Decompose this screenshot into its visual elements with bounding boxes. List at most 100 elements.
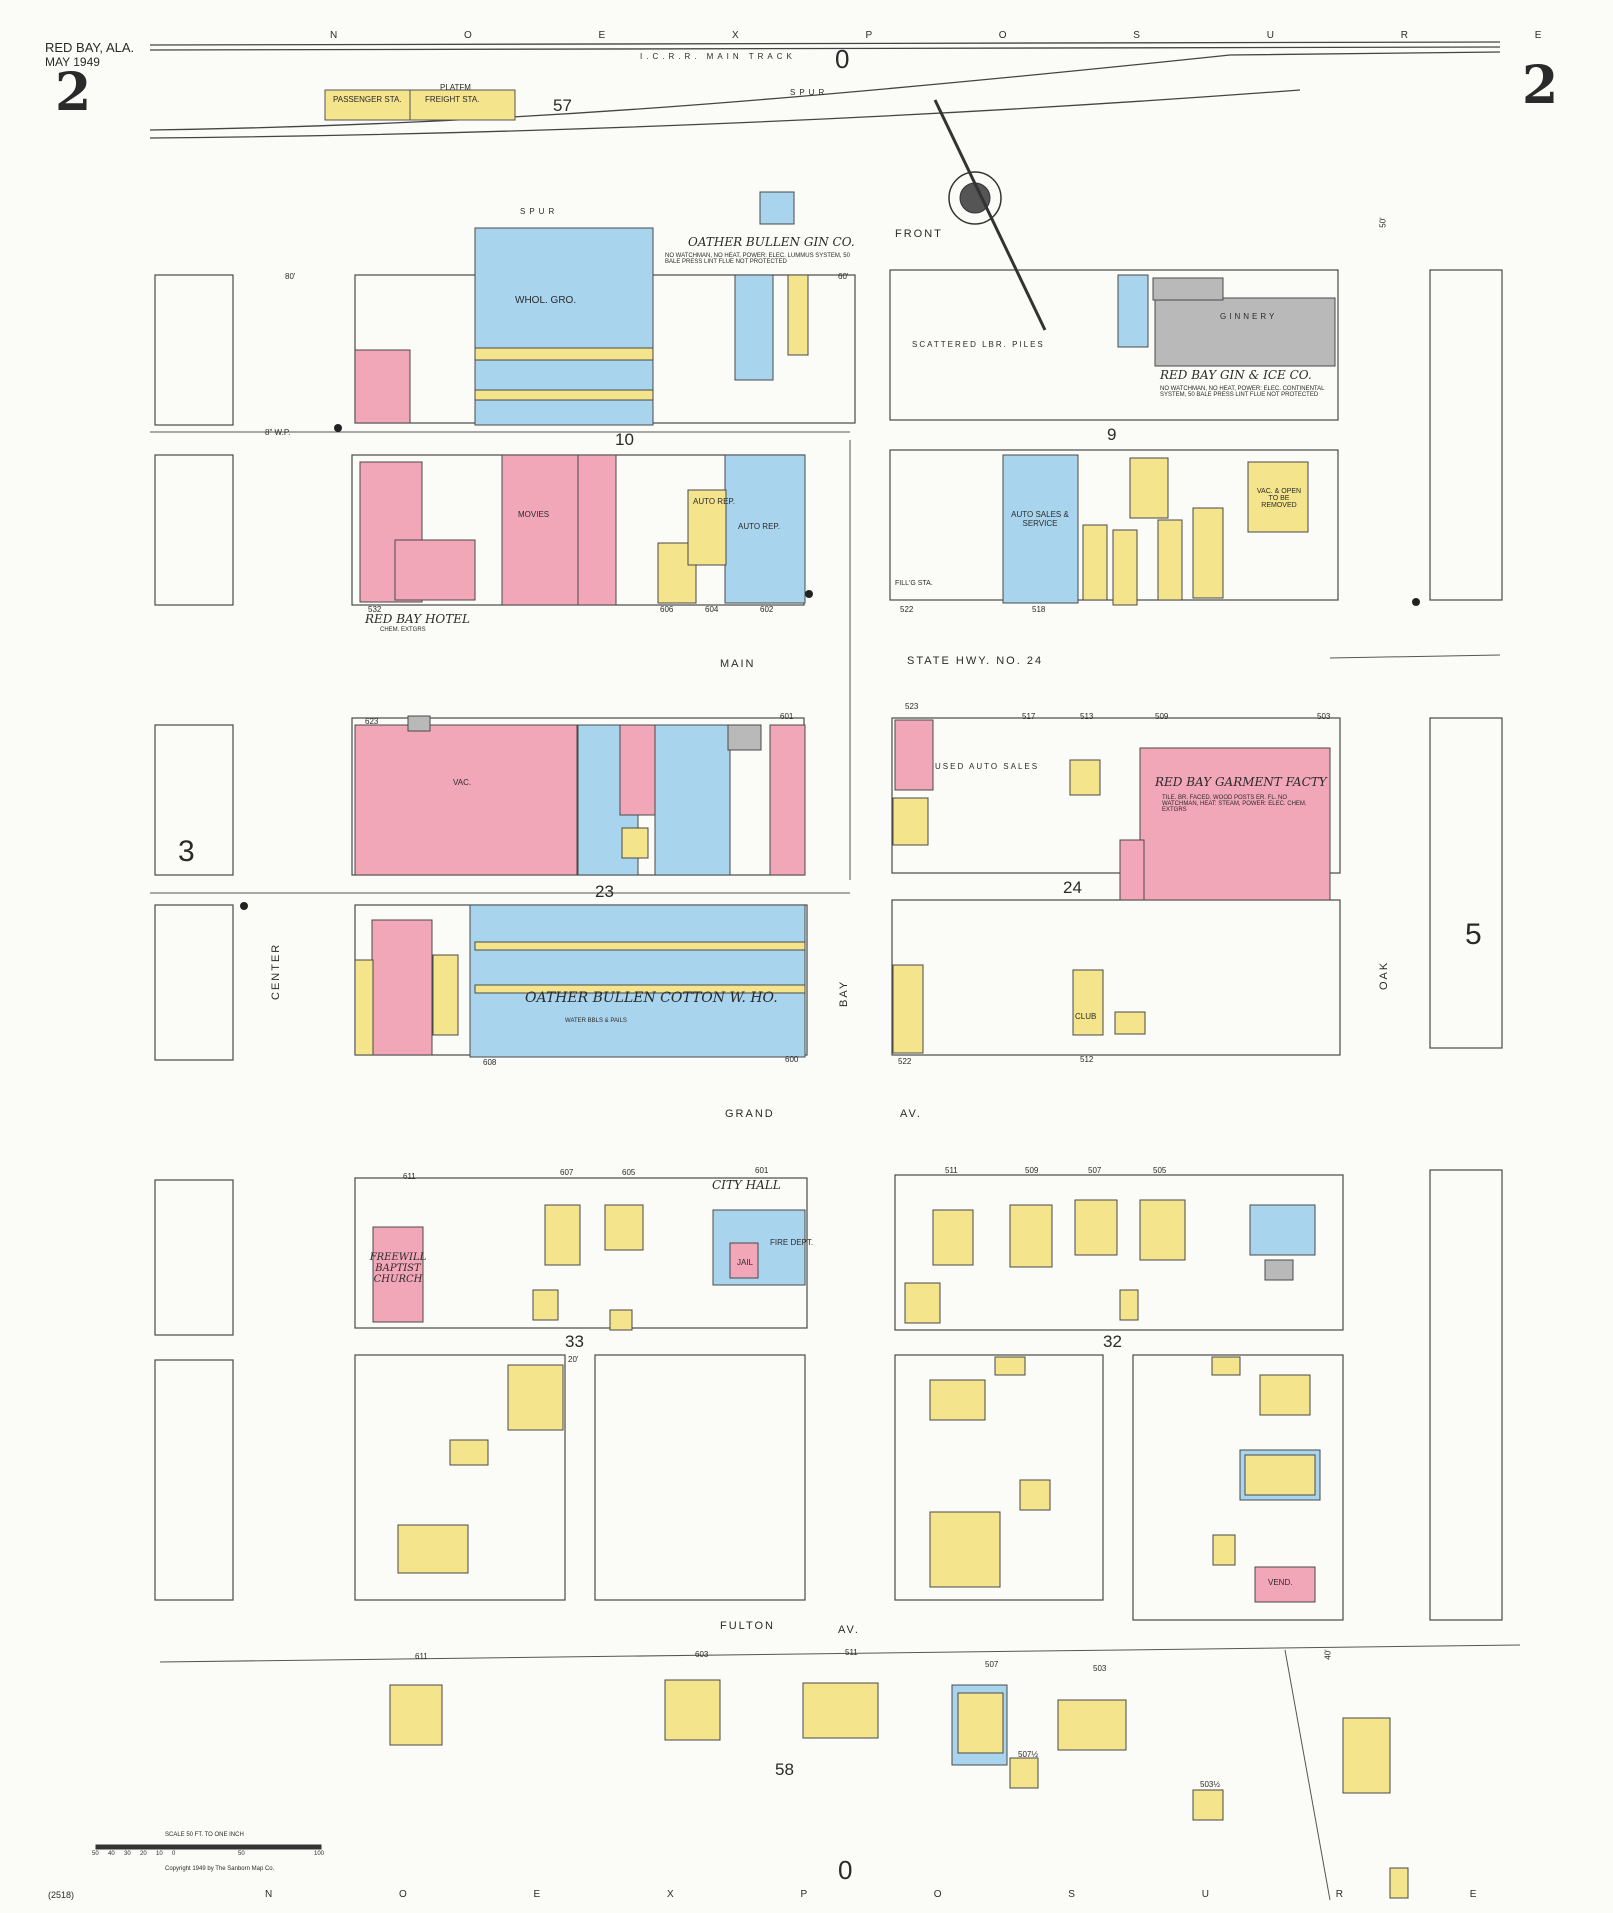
hotel-label: RED BAY HOTEL	[365, 612, 470, 626]
street-state-hwy: STATE HWY. No. 24	[907, 655, 1044, 667]
cotton-warehouse-label: OATHER BULLEN COTTON W. HO.	[525, 990, 778, 1006]
street-front: FRONT	[895, 228, 943, 240]
cotton-warehouse-note: WATER BBLS & PAILS	[565, 1018, 627, 1024]
address-label: 602	[760, 605, 774, 614]
street-oak: OAK	[1378, 960, 1390, 990]
frame-buildings	[354, 274, 1409, 1899]
address-label: 611	[403, 1172, 416, 1181]
address-label: 511	[845, 1648, 858, 1657]
place-label: RED BAY, ALA.	[45, 40, 135, 55]
adjacent-sheet: 3	[178, 835, 195, 868]
vacant-label: VAC. & OPEN TO BE REMOVED	[1256, 488, 1302, 509]
address-label: 605	[622, 1168, 636, 1177]
address-label: 606	[660, 605, 674, 614]
scale-tick: 10	[156, 1851, 163, 1857]
freight-station-label: FREIGHT STA.	[425, 95, 480, 104]
spur-front-label: SPUR	[520, 207, 559, 216]
church-label: FREEWILL BAPTIST CHURCH	[369, 1252, 427, 1285]
catalog-number: (2518)	[48, 1890, 75, 1900]
jail-label: JAIL	[737, 1258, 754, 1267]
address-label: 518	[1032, 605, 1046, 614]
address-label: 507	[1088, 1166, 1102, 1175]
block-number: 10	[615, 430, 634, 449]
scale-tick: 100	[314, 1851, 325, 1857]
copyright-label: Copyright 1949 by The Sanborn Map Co.	[165, 1866, 275, 1872]
block-number: 24	[1063, 878, 1082, 897]
adjacent-sheet: 5	[1465, 918, 1482, 951]
block-number: 23	[595, 882, 614, 901]
address-label: 522	[898, 1057, 912, 1066]
red-bay-gin-label: RED BAY GIN & ICE CO.	[1160, 368, 1312, 382]
address-label: 611	[415, 1652, 428, 1661]
railroad-tracks	[149, 41, 1501, 139]
street-lines	[150, 431, 1521, 1901]
scale-tick: 40	[108, 1851, 115, 1857]
street-width: 40'	[1323, 1649, 1333, 1660]
scale-tick: 0	[172, 1851, 176, 1857]
passenger-station-label: PASSENGER STA.	[333, 95, 402, 104]
hydrants	[240, 424, 1420, 910]
scale-tick: 50	[238, 1851, 245, 1857]
street-width: 50'	[1378, 217, 1388, 228]
block-number: 33	[565, 1332, 584, 1351]
fill-station-label: FILL'G STA.	[895, 580, 933, 587]
address-label: 604	[705, 605, 719, 614]
station-buildings	[324, 89, 516, 121]
date-label: MAY 1949	[45, 55, 100, 69]
gin-north-label: OATHER BULLEN GIN CO.	[688, 235, 855, 249]
bottom-exposure-number: 0	[838, 1855, 853, 1885]
iron-clad-buildings	[407, 277, 1336, 1281]
street-fulton-av: AV.	[838, 1624, 860, 1636]
street-width: 20'	[568, 1355, 579, 1364]
street-grand: GRAND	[725, 1108, 775, 1120]
sheet-number-left: 2	[55, 62, 92, 123]
bottom-exposure: N O E X P O S U R E	[265, 1889, 1539, 1900]
top-exposure-number: 0	[835, 44, 850, 74]
top-exposure: N O E X P O S U R E	[330, 30, 1604, 41]
whol-gro-label: WHOL. GRO.	[515, 295, 577, 306]
vending-label: VEND.	[1268, 1578, 1293, 1587]
auto-rep-label: AUTO REP.	[738, 522, 780, 531]
address-label: 522	[900, 605, 914, 614]
hotel-note: CHEM. EXTGRS	[380, 627, 426, 633]
address-label: 509	[1155, 712, 1169, 721]
scale-tick: 50	[92, 1851, 99, 1857]
address-label: 601	[755, 1166, 769, 1175]
block-outlines	[154, 269, 1503, 1621]
street-bay: BAY	[838, 979, 850, 1007]
platform-label: PLATFM	[440, 83, 471, 92]
red-bay-gin-note: NO WATCHMAN, NO HEAT, POWER: ELEC. CONTI…	[1160, 386, 1325, 398]
address-label: 623	[365, 717, 379, 726]
north-arrow	[933, 99, 1047, 331]
water-pipe-size: 8" W.P.	[265, 428, 291, 437]
address-label: 505	[1153, 1166, 1167, 1175]
ginnery-label: GINNERY	[1220, 312, 1278, 321]
street-width: 60'	[838, 272, 849, 281]
address-label: 517	[1022, 712, 1036, 721]
scale-tick: 30	[124, 1851, 131, 1857]
address-label: 523	[905, 702, 919, 711]
auto-rep-label: AUTO REP.	[693, 497, 735, 506]
movies-label: MOVIES	[518, 510, 550, 519]
lumber-piles-label: SCATTERED LBR. PILES	[912, 340, 1045, 349]
street-grand-av: AV.	[900, 1108, 922, 1120]
address-label: 509	[1025, 1166, 1039, 1175]
address-label: 532	[368, 605, 382, 614]
address-label: 512	[1080, 1055, 1094, 1064]
address-label: 511	[945, 1166, 958, 1175]
address-label: 601	[780, 712, 794, 721]
address-label: 507½	[1018, 1750, 1039, 1759]
spur-top-label: SPUR	[790, 88, 829, 97]
city-hall-label: CITY HALL	[712, 1178, 781, 1192]
address-label: 603	[695, 1650, 709, 1659]
address-label: 608	[483, 1058, 497, 1067]
address-label: 503	[1317, 712, 1331, 721]
block-number: 9	[1107, 425, 1117, 444]
garment-note: TILE. BR. FACED. WOOD POSTS ER. FL. NO W…	[1162, 795, 1307, 813]
address-label: 503½	[1200, 1780, 1221, 1789]
street-fulton: FULTON	[720, 1620, 775, 1632]
street-main: MAIN	[720, 658, 756, 670]
street-width: 80'	[285, 272, 296, 281]
garment-label: RED BAY GARMENT FACTY	[1155, 775, 1327, 789]
